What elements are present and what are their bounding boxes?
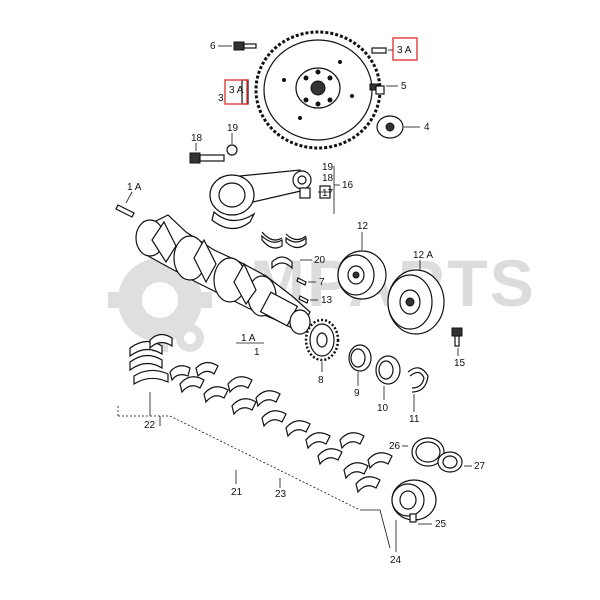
pulley-12: 12 [337,221,387,300]
bearing-shells-series: 21 23 [117,361,393,549]
label-12a: 12 A [413,250,433,261]
label-12: 12 [357,221,369,232]
seal-26: 26 [389,437,445,467]
pin-3a-right: 3 A [371,37,418,61]
label-3: 3 [218,93,224,104]
rod-bearing-group: 19 18 17 16 [299,162,354,214]
label-18-group: 18 [322,173,334,184]
bolt-18: 18 [189,133,225,164]
label-6: 6 [210,41,216,52]
label-10: 10 [377,403,389,414]
crankshaft-label: 1 A 1 [236,333,264,358]
bolt-6: 6 [210,41,257,52]
watermark: MPARTS [108,246,534,352]
pulley-24: 25 24 [390,479,447,566]
label-27: 27 [474,461,486,472]
flywheel [254,30,382,150]
bearing-shells-20: 20 [261,231,326,270]
label-5: 5 [401,81,407,92]
label-25: 25 [435,519,447,530]
connecting-rod [209,169,312,230]
ring-9: 9 [348,344,372,399]
pulley-12a: 12 A [387,250,445,335]
label-11: 11 [409,414,420,425]
label-13: 13 [321,295,333,306]
label-7: 7 [319,277,325,288]
label-19: 19 [227,123,239,134]
label-15: 15 [454,358,466,369]
gear-8: 8 [304,318,340,386]
label-24: 24 [390,555,402,566]
label-18: 18 [191,133,203,144]
bearing-shells-22: 22 [129,333,173,431]
crankshaft [135,214,311,335]
label-23: 23 [275,489,287,500]
label-20: 20 [314,255,326,266]
ring-10: 10 [375,355,401,414]
label-17: 17 [322,188,334,199]
label-3a-right: 3 A [397,45,412,56]
key-1a-left: 1 A [115,182,142,218]
highlight-box-left [224,79,248,105]
highlight-box [392,37,418,61]
label-8: 8 [318,375,324,386]
label-21: 21 [231,487,243,498]
key-7: 7 [296,277,325,288]
label-1: 1 [254,347,260,358]
seal-27: 27 [437,451,486,473]
label-9: 9 [354,388,360,399]
label-16: 16 [342,180,354,191]
label-26: 26 [389,441,401,452]
ring-11: 11 [407,367,429,425]
pin-3a-left: 3 A 3 [218,79,249,105]
washer-4: 4 [376,115,430,139]
label-1a-left: 1 A [127,182,142,193]
nut-19: 19 [226,123,239,156]
label-22: 22 [144,420,156,431]
label-4: 4 [424,122,430,133]
bolt-15: 15 [451,327,466,369]
label-1a-shaft: 1 A [241,333,256,344]
label-3a-left: 3 A [229,85,244,96]
bolt-5: 5 [369,81,407,95]
key-13: 13 [298,295,333,306]
label-19-group: 19 [322,162,334,173]
